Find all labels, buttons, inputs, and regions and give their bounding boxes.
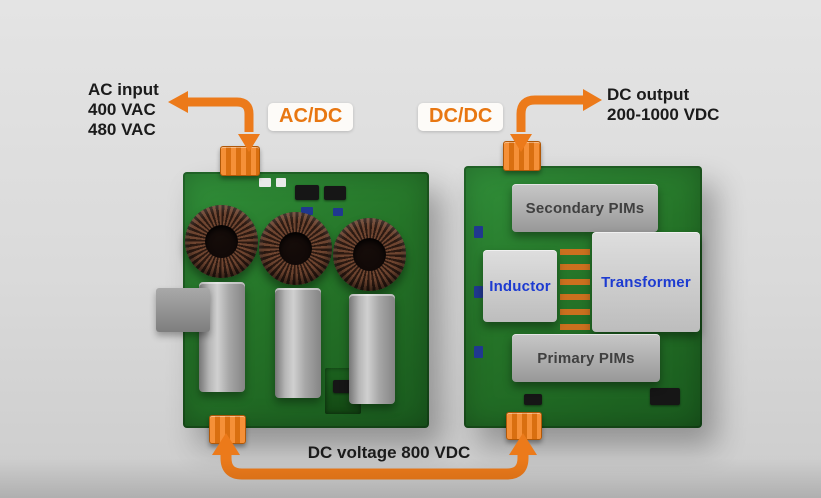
ac-input-annotation: AC input 400 VAC 480 VAC xyxy=(88,80,159,140)
smd-component xyxy=(474,346,483,358)
ac-input-connector xyxy=(220,146,260,176)
toroid-inductor-2 xyxy=(259,212,332,285)
smd-component xyxy=(333,208,343,216)
dc-bus-annotation: DC voltage 800 VDC xyxy=(307,443,471,462)
dc-output-annotation: DC output 200-1000 VDC xyxy=(607,85,719,125)
dc-output-value: 200-1000 VDC xyxy=(607,105,720,124)
acdc-stage-label: AC/DC xyxy=(268,103,354,131)
ac-input-title: AC input xyxy=(88,80,159,99)
copper-traces xyxy=(560,244,590,330)
smd-component xyxy=(276,178,286,187)
ac-input-arrow xyxy=(168,91,260,152)
acdc-dc-bus-connector xyxy=(209,415,246,444)
secondary-pims-block: Secondary PIMs xyxy=(512,184,658,232)
primary-pims-block: Primary PIMs xyxy=(512,334,660,382)
inductor-block: Inductor xyxy=(483,250,557,322)
film-capacitor-3 xyxy=(349,294,395,404)
dcdc-board: Secondary PIMs Inductor Transformer Prim… xyxy=(464,166,702,428)
ic-chip xyxy=(333,380,353,393)
smd-component xyxy=(259,178,271,187)
ic-chip xyxy=(650,388,680,405)
smd-component xyxy=(474,226,483,238)
ac-input-value-1: 400 VAC xyxy=(88,100,156,119)
ic-chip xyxy=(295,185,319,200)
inductor-label: Inductor xyxy=(489,277,551,295)
ic-chip xyxy=(324,186,346,200)
smd-component xyxy=(474,286,483,298)
mounting-bracket xyxy=(156,288,210,332)
film-capacitor-2 xyxy=(275,288,321,398)
dcdc-stage-label: DC/DC xyxy=(418,103,504,131)
transformer-label: Transformer xyxy=(601,273,691,291)
dc-output-connector xyxy=(503,141,541,171)
primary-pims-label: Primary PIMs xyxy=(537,349,635,367)
transformer-block: Transformer xyxy=(592,232,700,332)
toroid-inductor-3 xyxy=(333,218,406,291)
dcdc-dc-bus-connector xyxy=(506,412,542,440)
ic-chip xyxy=(524,394,542,405)
toroid-inductor-1 xyxy=(185,205,258,278)
acdc-board xyxy=(183,172,429,428)
secondary-pims-label: Secondary PIMs xyxy=(525,199,645,217)
dc-output-title: DC output xyxy=(607,85,690,104)
ac-input-value-2: 480 VAC xyxy=(88,120,156,139)
smd-component xyxy=(301,207,313,215)
